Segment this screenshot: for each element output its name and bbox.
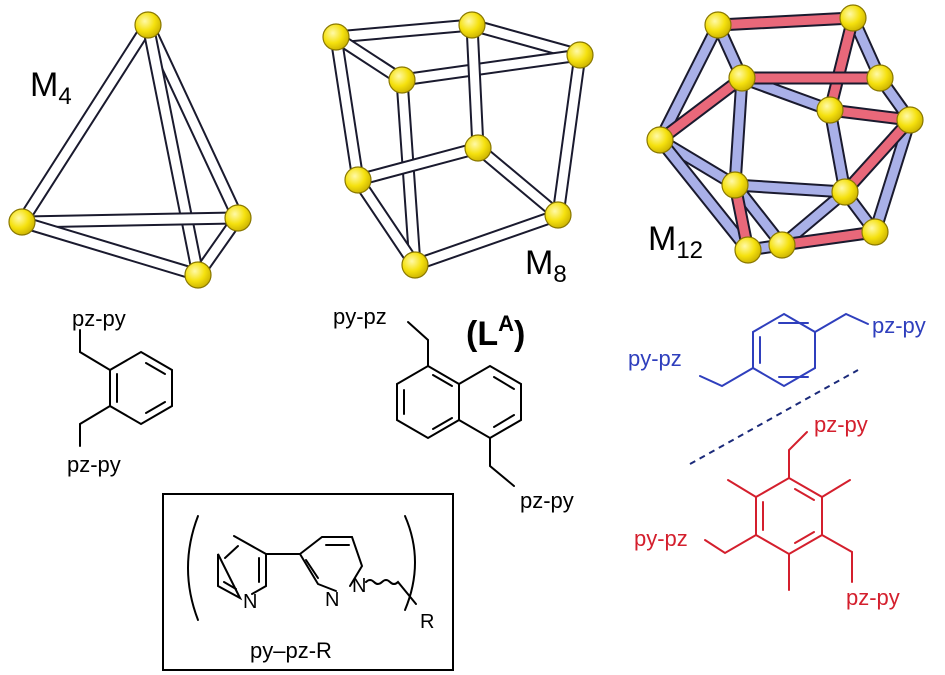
para-ligand-structure xyxy=(699,312,869,388)
framework-rod-blue xyxy=(733,178,847,199)
metal-node xyxy=(646,126,674,154)
para-left-substituent: py-pz xyxy=(628,346,682,371)
metal-node xyxy=(866,64,894,92)
metal-node xyxy=(322,23,350,51)
ortho-bottom-substituent: pz-py xyxy=(67,452,121,477)
framework-rod-pink xyxy=(741,71,881,85)
metal-node xyxy=(134,11,162,39)
framework-rod xyxy=(551,53,587,217)
metal-node xyxy=(734,236,762,264)
metal-node xyxy=(896,106,924,134)
atom-n-pyridine: N xyxy=(243,591,257,613)
naphthyl-top-substituent: py-pz xyxy=(333,304,387,329)
framework-rod xyxy=(465,23,485,150)
framework-rod xyxy=(400,48,582,87)
metal-node xyxy=(344,166,372,194)
metal-node xyxy=(566,41,594,69)
m4-tetrahedron-cage xyxy=(8,11,252,289)
framework-rod xyxy=(334,18,474,44)
atom-n-pyrazole-1: N xyxy=(352,575,366,597)
framework-rod-pink xyxy=(716,11,855,32)
ortho-ligand-structure xyxy=(79,329,173,447)
framework-rod-blue xyxy=(728,76,749,187)
metal-node xyxy=(704,11,732,39)
metal-node xyxy=(861,218,889,246)
metal-node xyxy=(544,201,572,229)
metal-node xyxy=(839,4,867,32)
mesityl-top-substituent: pz-py xyxy=(814,412,868,437)
naphthyl-ligand-structure xyxy=(396,321,522,487)
framework-rod xyxy=(17,22,153,225)
metal-node xyxy=(458,11,486,39)
mesityl-ligand-structure xyxy=(704,431,853,591)
legend-box xyxy=(162,493,454,671)
m8-cube-cage xyxy=(322,11,594,279)
mesityl-left-substituent: py-pz xyxy=(634,526,688,551)
metal-node xyxy=(721,171,749,199)
m12-label: M12 xyxy=(648,220,703,264)
ortho-top-substituent: pz-py xyxy=(72,306,126,331)
metal-node xyxy=(401,251,429,279)
para-right-substituent: pz-py xyxy=(872,313,926,338)
legend-caption: py–pz-R xyxy=(250,638,332,663)
metal-node xyxy=(831,178,859,206)
metal-node xyxy=(184,261,212,289)
m8-label: M8 xyxy=(525,244,567,288)
m4-label: M4 xyxy=(30,66,72,110)
substituent-r: R xyxy=(420,611,434,633)
metal-node xyxy=(388,66,416,94)
atom-n-pyrazole-2: N xyxy=(325,589,339,611)
metal-node xyxy=(464,134,492,162)
metal-node xyxy=(224,204,252,232)
mesityl-bottom-substituent: pz-py xyxy=(846,585,900,610)
metal-node xyxy=(728,64,756,92)
ligand-tag-la: (LA) xyxy=(466,311,525,353)
naphthyl-bottom-substituent: pz-py xyxy=(520,488,574,513)
framework-rod xyxy=(142,23,204,277)
metal-node xyxy=(8,208,36,236)
metal-node xyxy=(816,96,844,124)
framework-rod xyxy=(356,142,480,186)
pyrazolylpyridine-structure xyxy=(187,515,417,621)
metal-node xyxy=(768,231,796,259)
m12-cage xyxy=(646,4,924,264)
